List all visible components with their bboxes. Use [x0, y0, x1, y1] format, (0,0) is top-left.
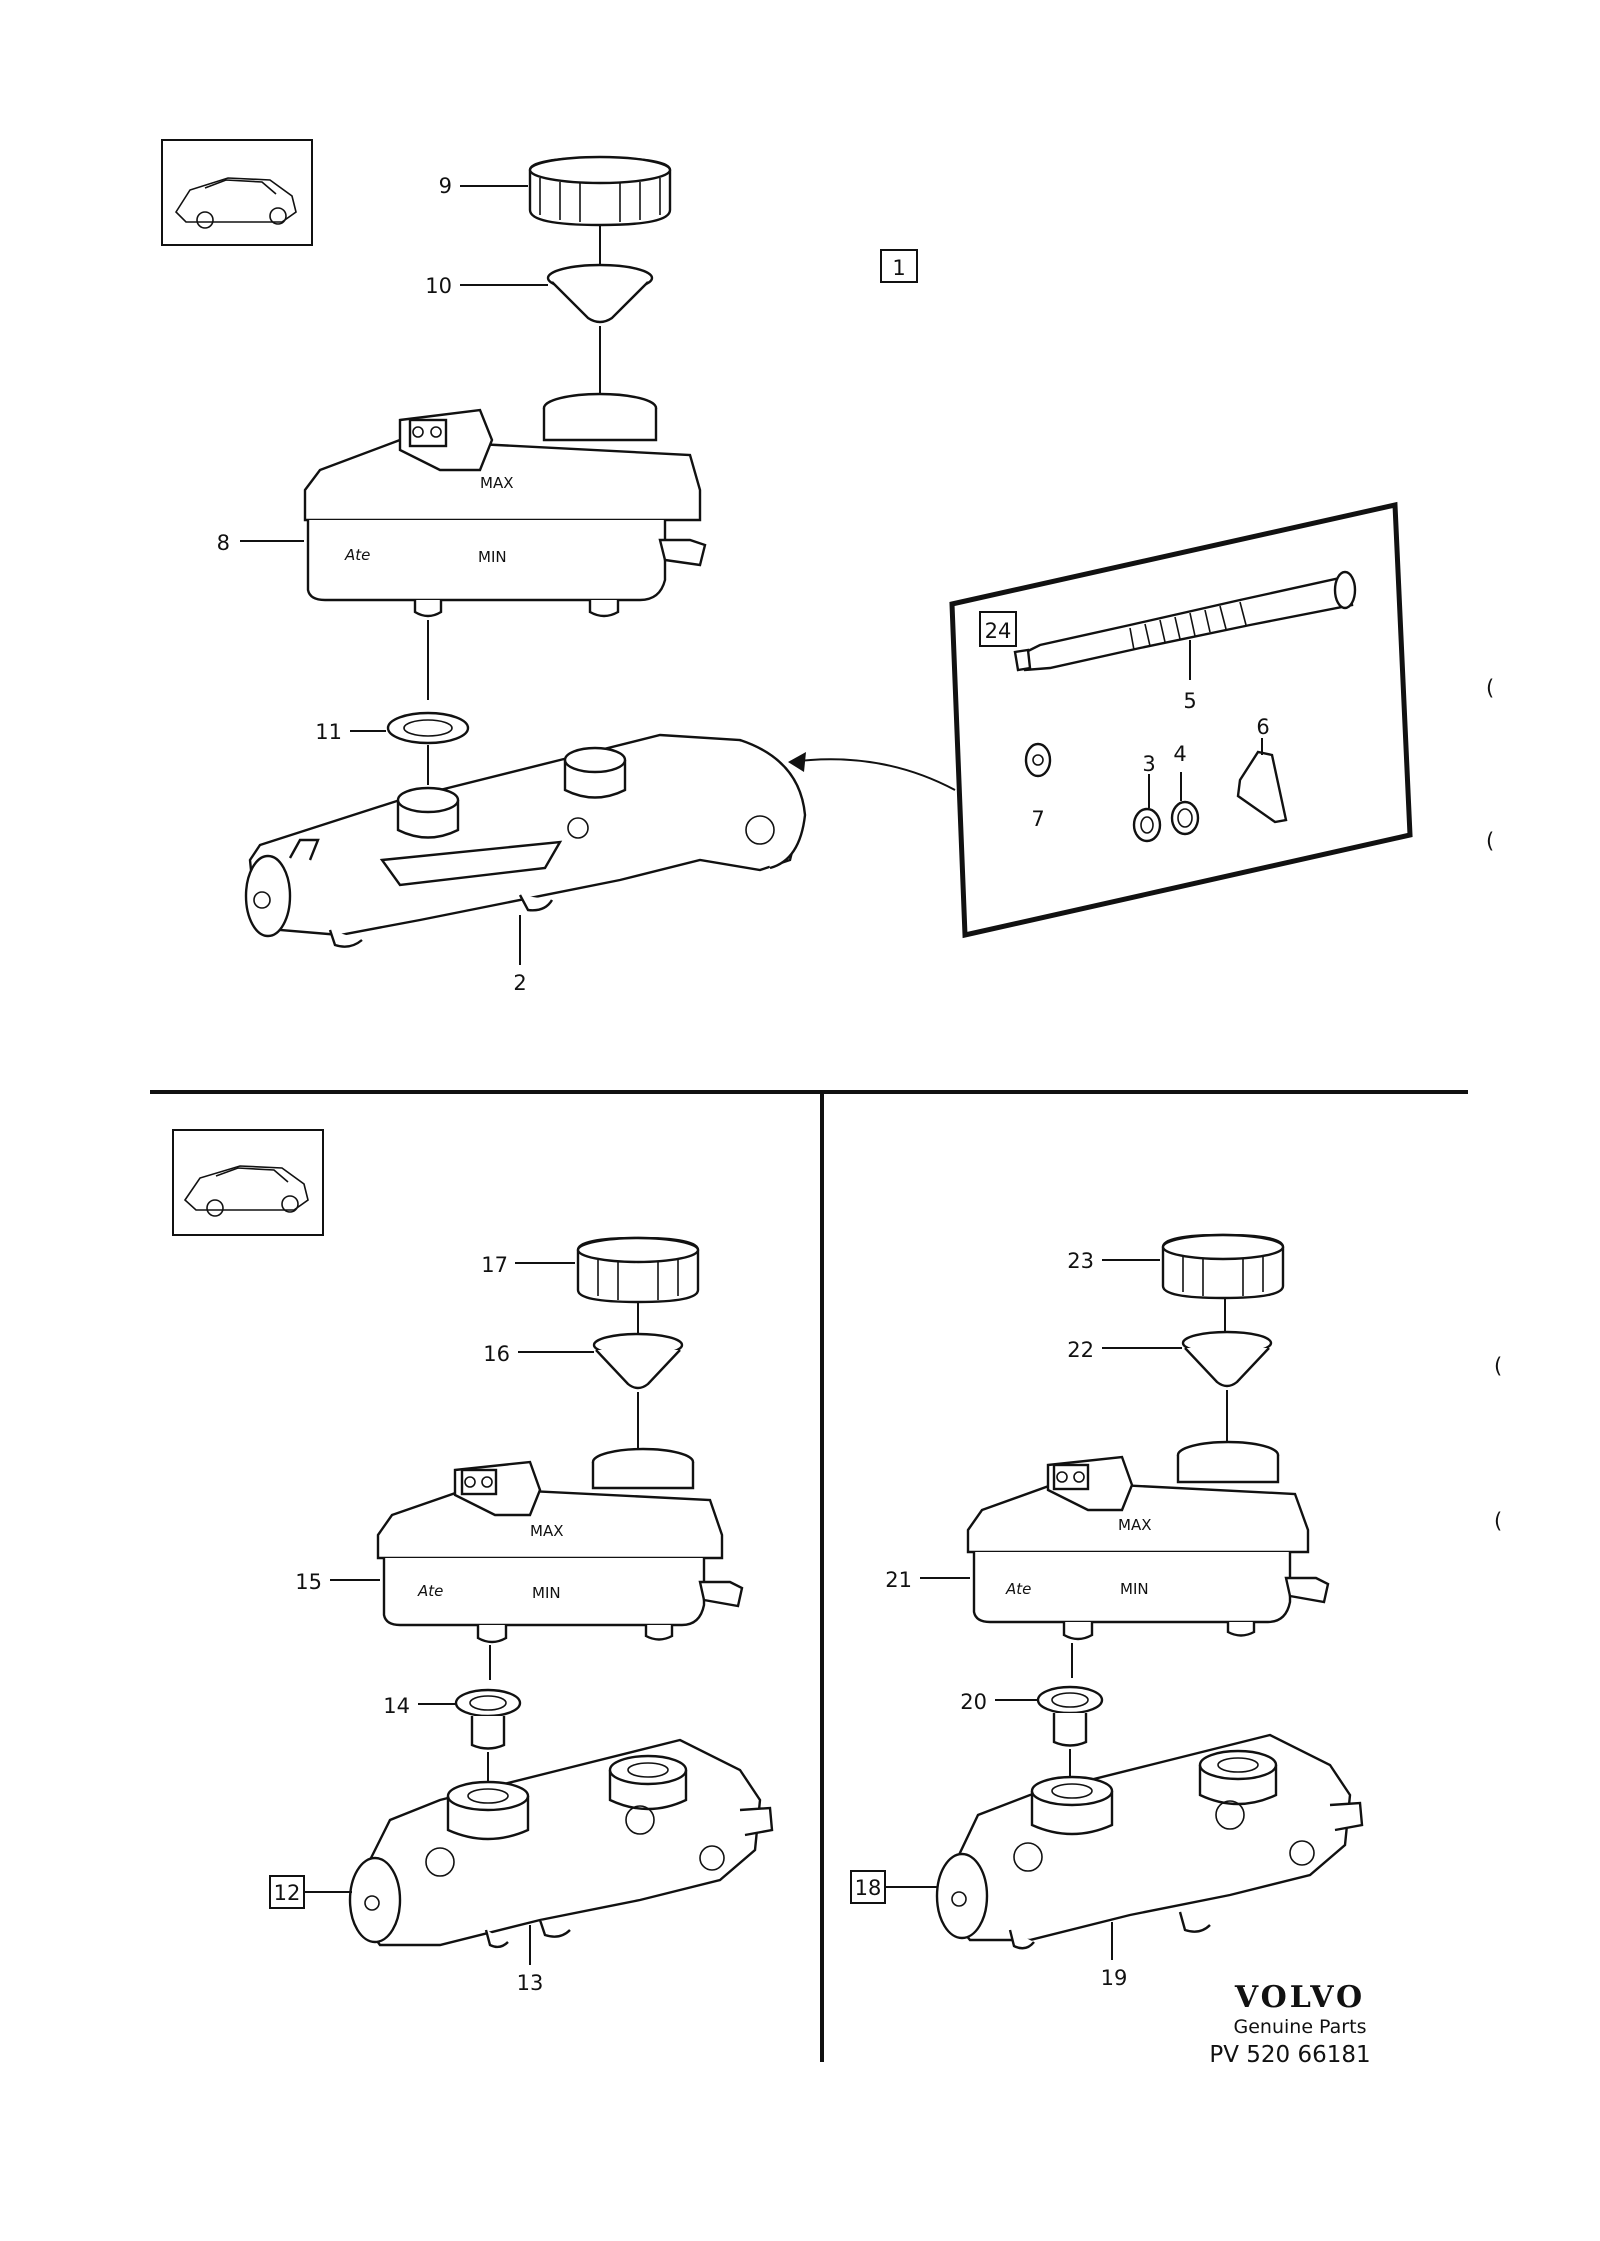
svg-text:22: 22 [1067, 1338, 1094, 1362]
car-thumbnail-top [161, 139, 313, 246]
svg-text:Ate: Ate [344, 546, 370, 564]
seal-3 [1132, 807, 1162, 843]
svg-text:7: 7 [1031, 807, 1044, 831]
reservoir-top: MAX MIN Ate [303, 392, 707, 618]
svg-text:(: ( [1486, 829, 1494, 853]
ref-box-lower-left: 12 [269, 1875, 305, 1909]
svg-text:15: 15 [295, 1570, 322, 1594]
svg-text:MIN: MIN [478, 548, 507, 566]
ref-box-lower-right: 18 [850, 1870, 886, 1904]
svg-text:(: ( [1494, 1509, 1502, 1533]
svg-text:11: 11 [315, 720, 342, 744]
seal-4 [1170, 800, 1200, 836]
strainer-top [546, 263, 654, 324]
svg-text:24: 24 [985, 619, 1012, 643]
grommet-lower-right [1036, 1685, 1104, 1747]
svg-text:MAX: MAX [530, 1522, 563, 1540]
master-cylinder-lower-left [348, 1738, 774, 1949]
volvo-logo: VOLVO [1234, 1980, 1365, 2015]
svg-text:Ate: Ate [1005, 1580, 1031, 1598]
repair-kit-panel: 24 [949, 501, 1413, 939]
spring-clip-6 [1236, 750, 1288, 824]
genuine-parts-label: Genuine Parts [1234, 2016, 1367, 2038]
svg-text:2: 2 [513, 971, 526, 995]
svg-text:Ate: Ate [417, 1582, 443, 1600]
svg-text:23: 23 [1067, 1249, 1094, 1273]
part-code: PV 520 66181 [1209, 2042, 1370, 2068]
strainer-lower-left [592, 1332, 684, 1390]
svg-text:12: 12 [274, 1881, 301, 1905]
seal-7 [1024, 742, 1052, 778]
svg-text:19: 19 [1101, 1966, 1128, 1990]
reservoir-cap-lower-right [1161, 1233, 1285, 1300]
svg-text:3: 3 [1142, 752, 1155, 776]
master-cylinder-lower-right [935, 1733, 1364, 1950]
reservoir-lower-right: MAX MIN Ate [966, 1440, 1330, 1641]
strainer-lower-right [1181, 1330, 1273, 1388]
grommet-top [386, 711, 470, 745]
reservoir-cap-lower-left [576, 1236, 700, 1304]
svg-text:20: 20 [960, 1690, 987, 1714]
ref-box-main: 1 [880, 249, 918, 283]
svg-text:(: ( [1494, 1354, 1502, 1378]
master-cylinder-top [244, 733, 807, 948]
svg-text:10: 10 [425, 274, 452, 298]
svg-text:17: 17 [481, 1253, 508, 1277]
svg-text:5: 5 [1183, 689, 1196, 713]
svg-text:MIN: MIN [532, 1584, 561, 1602]
svg-text:21: 21 [885, 1568, 912, 1592]
car-thumbnail-lower [172, 1129, 324, 1236]
reservoir-lower-left: MAX MIN Ate [376, 1447, 744, 1644]
svg-text:8: 8 [217, 531, 230, 555]
svg-text:9: 9 [439, 174, 452, 198]
volvo-footer: VOLVO Genuine Parts PV 520 66181 [1209, 1980, 1370, 2068]
svg-text:(: ( [1486, 676, 1494, 700]
svg-text:13: 13 [517, 1971, 544, 1995]
grommet-lower-left [454, 1688, 522, 1750]
svg-text:MAX: MAX [480, 474, 513, 492]
svg-text:MIN: MIN [1120, 1580, 1149, 1598]
reservoir-cap-top [528, 155, 672, 227]
svg-text:14: 14 [383, 1694, 410, 1718]
svg-text:18: 18 [855, 1876, 882, 1900]
svg-text:6: 6 [1256, 715, 1269, 739]
svg-text:1: 1 [892, 256, 905, 280]
svg-text:MAX: MAX [1118, 1516, 1151, 1534]
svg-text:16: 16 [483, 1342, 510, 1366]
svg-text:4: 4 [1173, 742, 1186, 766]
